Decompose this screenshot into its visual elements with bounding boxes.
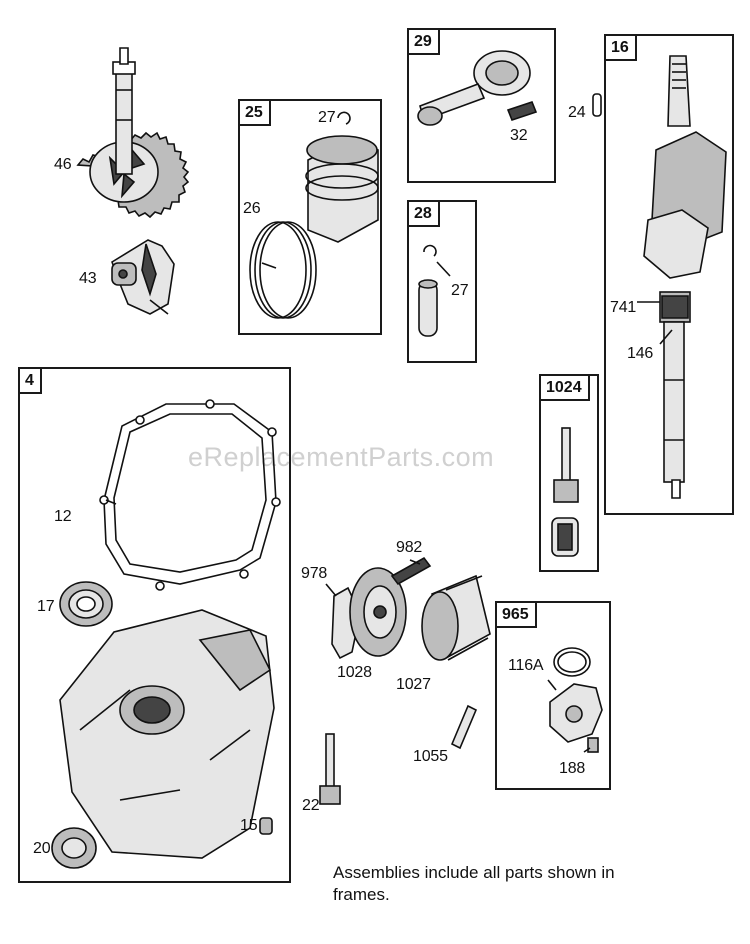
frame-label: 1024 <box>541 376 590 401</box>
callout-1027: 1027 <box>396 676 431 693</box>
callout-1028: 1028 <box>337 664 372 681</box>
gasket-12 <box>99 399 281 591</box>
frame-label: 28 <box>409 202 440 227</box>
connecting-rod-29 <box>417 50 538 126</box>
frame-label: 16 <box>606 36 637 61</box>
seal-20 <box>51 827 97 869</box>
frame-label: 965 <box>497 603 537 628</box>
oil-filter-1027 <box>421 574 491 661</box>
cam-gear-46 <box>76 47 190 219</box>
callout-32: 32 <box>510 127 528 144</box>
filter-adapter-1028 <box>349 567 407 657</box>
governor-shaft-1024 <box>551 427 579 557</box>
callout-46: 46 <box>54 156 72 173</box>
callout-1055: 1055 <box>413 748 448 765</box>
watermark: eReplacementParts.com <box>188 442 495 472</box>
frame-label: 4 <box>20 369 42 394</box>
callout-22: 22 <box>302 797 320 814</box>
frame-short-block-assembly: 4 <box>18 367 291 883</box>
callout-978: 978 <box>301 565 328 582</box>
crankcase-4 <box>59 609 275 859</box>
frame-piston-pin-assembly: 28 <box>407 200 477 363</box>
callout-15: 15 <box>240 817 258 834</box>
piston-25 <box>249 111 379 319</box>
callout-741: 741 <box>610 299 637 316</box>
callout-26: 26 <box>243 200 261 217</box>
callout-27-pin: 27 <box>451 282 469 299</box>
callout-17: 17 <box>37 598 55 615</box>
crankshaft-16 <box>643 55 727 499</box>
callout-27-piston: 27 <box>318 109 336 126</box>
callout-982: 982 <box>396 539 423 556</box>
frame-label: 29 <box>409 30 440 55</box>
callout-146: 146 <box>627 345 654 362</box>
key-24 <box>592 93 602 117</box>
plug-15 <box>259 817 273 835</box>
callout-12: 12 <box>54 508 72 525</box>
frame-governor-assembly: 1024 <box>539 374 599 572</box>
frame-crankshaft-assembly: 16 <box>604 34 734 515</box>
frame-connecting-rod-assembly: 29 <box>407 28 556 183</box>
callout-116A: 116A <box>508 657 544 674</box>
bolt-22 <box>319 733 341 805</box>
governor-43 <box>111 239 175 315</box>
frame-piston-assembly: 25 <box>238 99 382 335</box>
callout-43: 43 <box>79 270 97 287</box>
pin-1055 <box>450 704 478 750</box>
callout-188: 188 <box>559 760 586 777</box>
piston-pin-28 <box>418 244 438 337</box>
nipple-982 <box>390 556 432 586</box>
callout-20: 20 <box>33 840 51 857</box>
bearing-17 <box>59 581 113 627</box>
frame-label: 25 <box>240 101 271 126</box>
frame-oil-pump-assembly: 965 <box>495 601 611 790</box>
footnote: Assemblies include all parts shown in fr… <box>333 863 615 904</box>
oil-pump-965 <box>549 647 603 753</box>
callout-24: 24 <box>568 104 586 121</box>
